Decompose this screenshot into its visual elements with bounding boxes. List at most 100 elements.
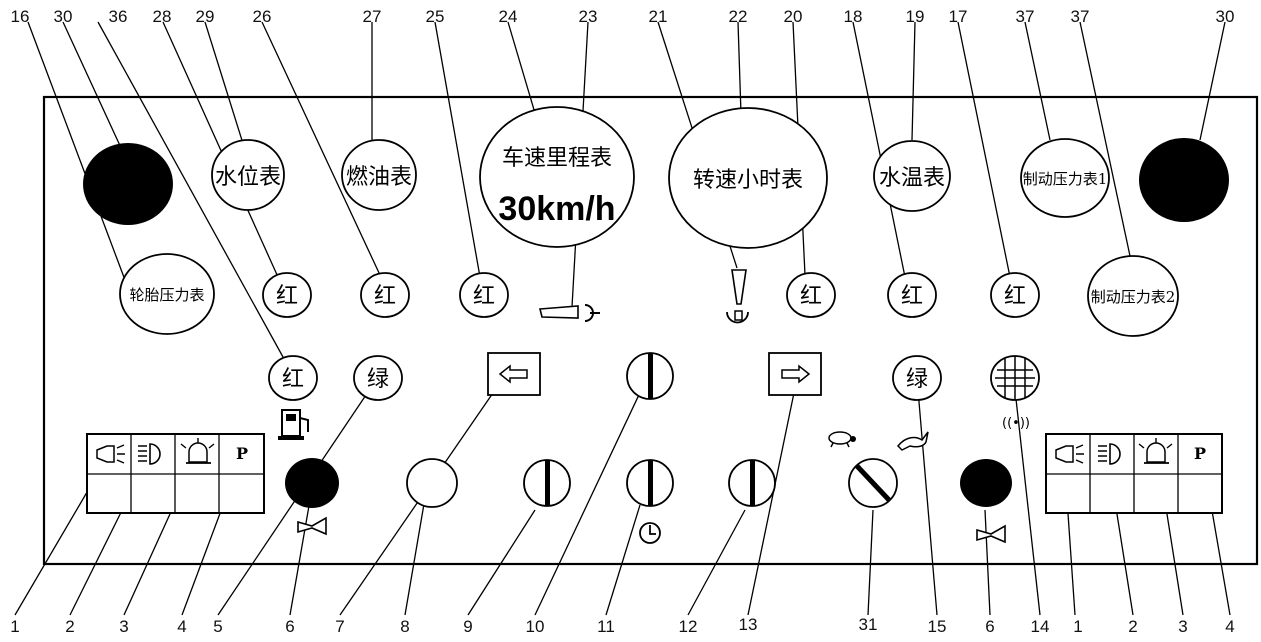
- turtle-icon: [828, 431, 856, 448]
- beacon-icon: [180, 438, 215, 464]
- green-lamps: 绿 绿: [353, 355, 942, 401]
- tachometer-label: 转速小时表: [693, 168, 803, 193]
- callout-number: 22: [729, 7, 748, 26]
- horn-icon-right: [976, 524, 1006, 544]
- speed-reading: 30km/h: [498, 190, 615, 228]
- callout-number: 18: [844, 7, 863, 26]
- callouts-top: 16 30 36 28 29 26 27 25 24 23 21 22 20 1…: [11, 7, 1235, 26]
- rabbit-icon: [896, 431, 929, 451]
- callout-number: 12: [679, 617, 698, 636]
- svg-text:红: 红: [282, 367, 304, 392]
- horn-icon-left: [297, 516, 327, 536]
- callout-number: 15: [928, 617, 947, 636]
- callout-number: 27: [363, 7, 382, 26]
- wiper-lever-icon: [538, 304, 600, 322]
- parking-icon: P: [236, 444, 248, 463]
- beacon-icon: [1138, 438, 1173, 464]
- callout-number: 6: [985, 617, 994, 636]
- signal-wave-icon: ((•)): [1002, 416, 1030, 431]
- callout-number: 17: [949, 7, 968, 26]
- horn-light-icon: [96, 444, 125, 464]
- callout-number: 36: [109, 7, 128, 26]
- brake-pressure-gauge-2-label: 制动压力表2: [1091, 288, 1176, 306]
- horn-button-left: [285, 458, 339, 508]
- headlight-icon: [1098, 443, 1121, 465]
- svg-text:绿: 绿: [367, 367, 389, 392]
- svg-text:红: 红: [374, 284, 396, 309]
- toggle-switches: [523, 352, 898, 508]
- callout-number: 37: [1016, 7, 1035, 26]
- callout-number: 3: [119, 617, 128, 636]
- right-switch-box: P: [1045, 433, 1223, 514]
- brake-pressure-gauge-1: [1020, 138, 1110, 218]
- brake-pressure-gauge-2: [1087, 255, 1179, 337]
- svg-text:((•)): ((•)): [1002, 416, 1030, 431]
- horn-button-right: [960, 459, 1012, 507]
- fuel-pump-icon: [278, 409, 309, 440]
- callout-number: 14: [1031, 617, 1050, 636]
- callout-number: 3: [1178, 617, 1187, 636]
- callout-number: 13: [739, 615, 758, 634]
- water-temp-gauge-label: 水温表: [879, 166, 945, 191]
- callout-number: 31: [859, 615, 878, 634]
- callout-number: 10: [526, 617, 545, 636]
- left-turn-indicator: [487, 352, 541, 396]
- callout-number: 19: [906, 7, 925, 26]
- parking-icon: P: [1194, 444, 1206, 463]
- callout-number: 29: [196, 7, 215, 26]
- water-level-gauge-label: 水位表: [215, 165, 281, 190]
- callout-number: 5: [213, 617, 222, 636]
- callout-number: 30: [54, 7, 73, 26]
- callout-number: 37: [1071, 7, 1090, 26]
- tire-pressure-gauge-label: 轮胎压力表: [129, 286, 204, 304]
- water-level-gauge: [211, 139, 285, 211]
- right-turn-indicator: [768, 352, 822, 396]
- callout-number: 8: [400, 617, 409, 636]
- fuel-gauge-label: 燃油表: [346, 165, 412, 190]
- tire-pressure-gauge: [119, 253, 215, 335]
- callout-number: 6: [285, 617, 294, 636]
- callout-number: 11: [597, 617, 615, 636]
- callout-number: 28: [153, 7, 172, 26]
- callout-number: 26: [253, 7, 272, 26]
- headlight-icon: [138, 443, 161, 465]
- callout-number: 23: [579, 7, 598, 26]
- callout-number: 4: [1225, 617, 1234, 636]
- left-switch-box: P: [86, 433, 265, 514]
- svg-text:红: 红: [1004, 284, 1026, 309]
- fuel-gauge: [341, 139, 417, 211]
- callout-number: 2: [65, 617, 74, 636]
- callout-number: 24: [499, 7, 518, 26]
- svg-text:红: 红: [276, 284, 298, 309]
- water-temp-gauge: [873, 140, 951, 212]
- horn-light-icon: [1055, 444, 1084, 464]
- svg-text:红: 红: [800, 284, 822, 309]
- callout-number: 4: [177, 617, 186, 636]
- svg-text:红: 红: [901, 284, 923, 309]
- speedometer: [479, 106, 635, 248]
- panel-frame: [42, 95, 1259, 566]
- callout-number: 20: [784, 7, 803, 26]
- callout-number: 2: [1128, 617, 1137, 636]
- grid-heater-icon: [990, 355, 1040, 401]
- svg-text:绿: 绿: [906, 367, 928, 392]
- speedometer-label: 车速里程表: [502, 146, 612, 171]
- callout-number: 1: [1073, 617, 1082, 636]
- callout-number: 1: [10, 617, 19, 636]
- brake-warning-icon: [726, 269, 749, 324]
- plain-switch: [406, 458, 458, 508]
- svg-text:红: 红: [473, 284, 495, 309]
- callout-number: 30: [1216, 7, 1235, 26]
- black-knob-left: [83, 143, 173, 225]
- brake-pressure-gauge-1-label: 制动压力表1: [1023, 170, 1108, 188]
- callout-number: 7: [335, 617, 344, 636]
- callouts-bottom: 1 2 3 4 5 6 7 8 9 10 11 12 13 31 15 6 14…: [10, 615, 1234, 636]
- tachometer: [668, 107, 828, 249]
- callout-number: 9: [463, 617, 472, 636]
- clock-icon: [639, 522, 661, 544]
- callout-number: 21: [649, 7, 668, 26]
- red-lamps: 红 红 红 红 红 红 红: [262, 272, 1040, 401]
- callout-number: 16: [11, 7, 30, 26]
- callout-number: 25: [426, 7, 445, 26]
